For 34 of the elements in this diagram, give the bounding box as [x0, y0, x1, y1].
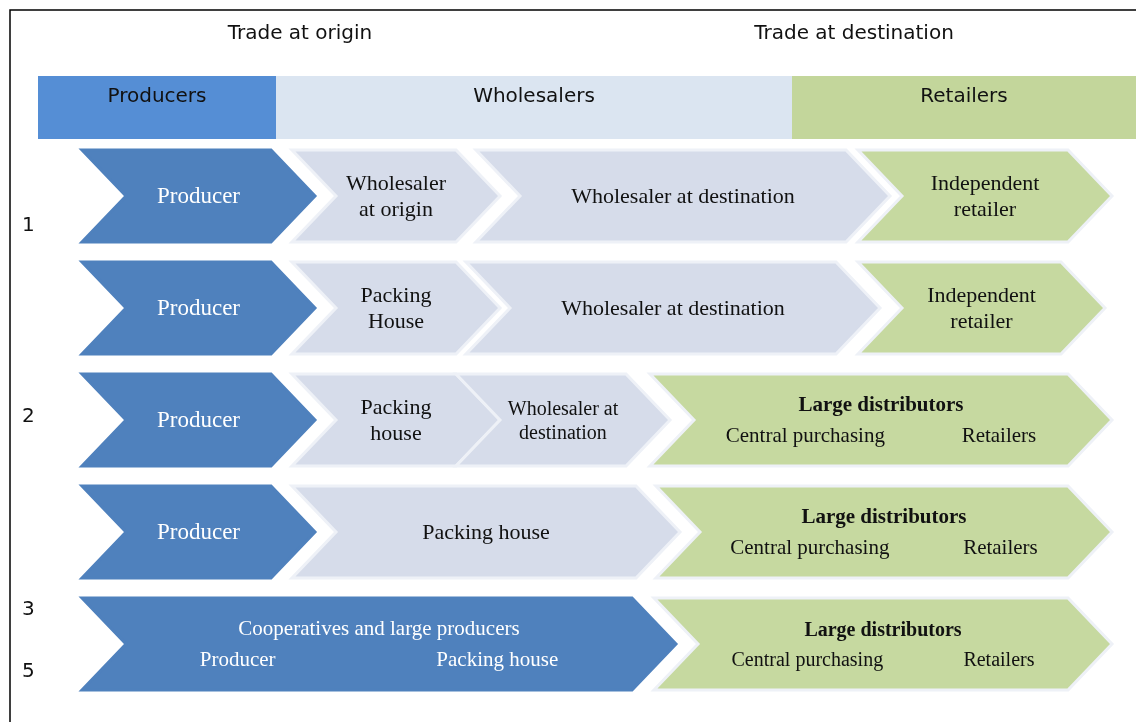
chevron-label: Wholesaler at destination [561, 294, 785, 322]
row-number: 5 [22, 658, 35, 682]
chevron-label: Large distributors [801, 503, 967, 529]
chevron-label: Wholesaler at destination [571, 182, 795, 210]
chevron-label: Cooperatives and large producers [238, 615, 520, 641]
chevron-label: Packing house [359, 393, 433, 447]
chevron-label: Wholesaler at origin [344, 169, 448, 223]
row-number: 1 [22, 212, 35, 236]
chevron-label: Producer [157, 294, 240, 322]
chevron-sublabel: Central purchasing [731, 647, 884, 671]
column-heading: Trade at origin [227, 20, 373, 44]
chevron-label: Packing House [359, 281, 433, 335]
chevron-sublabel: Retailers [963, 647, 1035, 671]
chevron-sublabel: Producer [199, 647, 276, 673]
category-header: Wholesalers [276, 76, 792, 139]
row-number: 3 [22, 596, 35, 620]
chevron-label: Wholesaler at destination [506, 396, 620, 444]
category-header: Producers [38, 76, 276, 139]
chevron-label: Producer [157, 518, 240, 546]
chevron-sublabel: Retailers [963, 535, 1038, 561]
category-header: Retailers [792, 76, 1136, 139]
chevron-label: Independent retailer [929, 169, 1041, 223]
chevron-label: Producer [157, 406, 240, 434]
chevron-label: Producer [157, 182, 240, 210]
chevron-sublabel: Central purchasing [725, 423, 885, 449]
column-heading: Trade at destination [754, 20, 954, 44]
chevron-label: Independent retailer [926, 281, 1037, 335]
chevron-sublabel: Packing house [436, 647, 559, 673]
row-number: 2 [22, 403, 35, 427]
chevron-sublabel: Central purchasing [730, 535, 890, 561]
chevron-label: Large distributors [804, 617, 962, 641]
chevron-sublabel: Retailers [961, 423, 1037, 449]
chevron-label: Packing house [422, 518, 550, 546]
chevron-label: Large distributors [798, 391, 964, 417]
